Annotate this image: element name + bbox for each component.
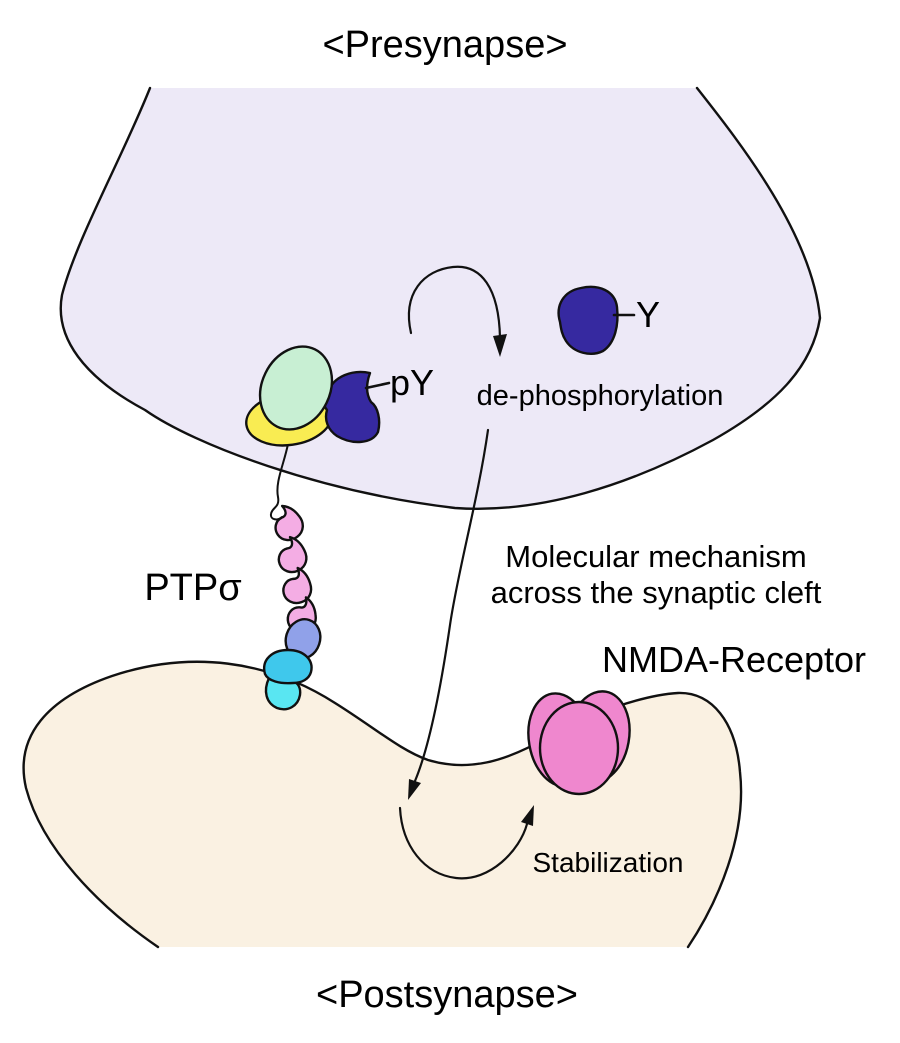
y-label: Y: [636, 294, 660, 335]
substrate-py-domain: [322, 370, 381, 444]
mechanism-label-line1: Molecular mechanism: [505, 539, 807, 574]
ptp-sigma-label: PTPσ: [144, 567, 241, 609]
mechanism-label-line2: across the synaptic cleft: [491, 575, 822, 610]
postsynapse-membrane: [22, 660, 743, 949]
stabilization-arrow: [398, 805, 534, 880]
postsynapse-title: <Postsynapse>: [316, 974, 578, 1016]
nmda-receptor-label: NMDA-Receptor: [602, 639, 866, 680]
stabilization-arrowhead: [521, 805, 534, 826]
py-label: pY: [390, 362, 434, 403]
nmda-subunit-front: [538, 700, 620, 796]
presynapse-membrane: [59, 86, 822, 510]
cleft-arrow: [408, 428, 490, 800]
postsynapse-region: [23, 661, 742, 947]
dephosphorylation-arrow: [407, 265, 507, 357]
ptp-ectodomain-chain: [262, 500, 322, 711]
dephosphorylation-label: de-phosphorylation: [477, 380, 724, 412]
stabilization-label: Stabilization: [533, 847, 684, 878]
free-tyrosine-domain: [557, 285, 619, 355]
py-connector-line: [364, 381, 391, 390]
presynapse-region: [60, 88, 820, 509]
nmda-receptor-shape: [527, 690, 631, 796]
ptp-phosphatase-domain: [258, 345, 334, 431]
dephosphorylation-arrowhead: [493, 334, 507, 357]
presynapse-title: <Presynapse>: [322, 24, 567, 66]
ptp-intracellular-complex: [245, 345, 381, 447]
ptp-stalk-line: [269, 443, 289, 521]
ptp-ig-domain-upper: [262, 648, 313, 685]
cleft-arrowhead: [408, 779, 421, 800]
ptp-bead-2: [275, 534, 309, 575]
